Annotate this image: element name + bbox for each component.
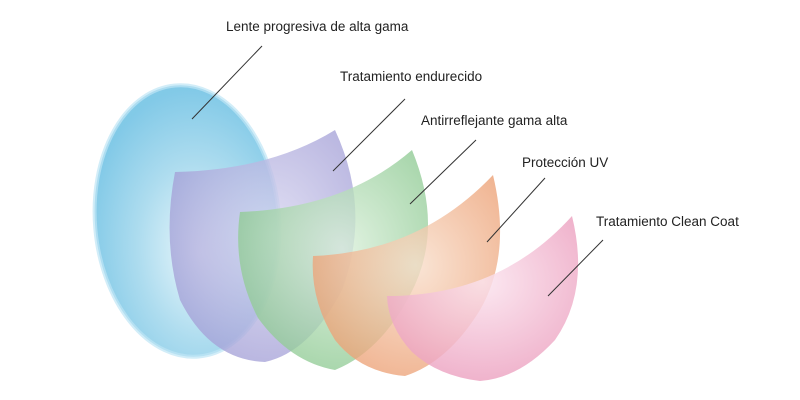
leader-line-lens xyxy=(191,45,263,120)
leader-line-ar xyxy=(409,139,477,205)
label-lens: Lente progresiva de alta gama xyxy=(226,19,409,34)
leader-line-clean xyxy=(547,239,604,297)
layer-clean xyxy=(387,216,579,381)
label-ar: Antirreflejante gama alta xyxy=(421,113,568,128)
leader-line-uv xyxy=(486,177,546,243)
leader-line-hard xyxy=(332,98,406,172)
label-hard: Tratamiento endurecido xyxy=(340,69,483,84)
label-clean: Tratamiento Clean Coat xyxy=(596,214,739,229)
label-uv: Protección UV xyxy=(522,155,609,170)
